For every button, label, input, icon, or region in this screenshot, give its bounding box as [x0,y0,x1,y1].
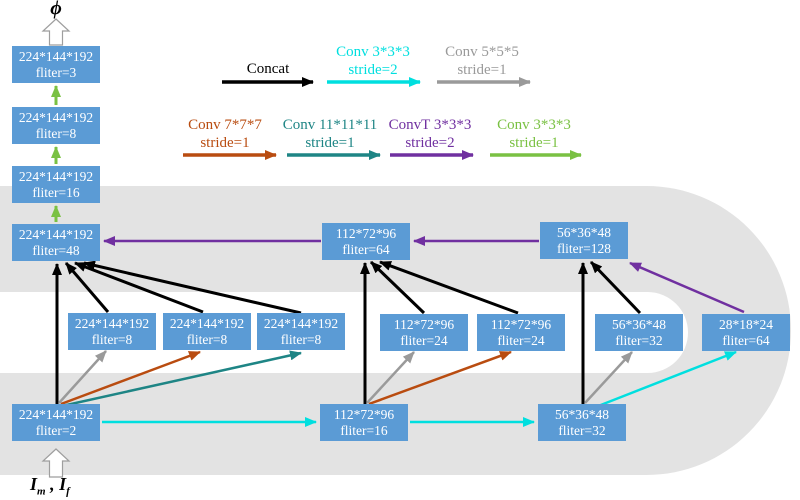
flow-arrow-conv11s1 [61,350,302,408]
input-block-arrow [41,448,71,478]
node-filter-count: fliter=16 [32,184,80,200]
node-dimensions: 224*144*192 [169,315,245,331]
node-dimensions: 224*144*192 [18,48,94,64]
node-filter-count: fliter=24 [497,332,545,348]
node-dimensions: 112*72*96 [490,316,552,332]
node-dimensions: 112*72*96 [335,225,397,241]
input-moving-subscript: m [37,485,46,498]
node-filter-count: fliter=32 [558,422,606,438]
legend-line1: Conv 3*3*3 [497,117,571,133]
legend-item-conv11s1: Conv 11*11*11 stride=1 [260,116,400,152]
flow-arrow-conv7s1 [60,350,201,406]
node-filter-count: fliter=3 [35,64,77,80]
legend-line1: Conv 11*11*11 [282,117,378,133]
legend-item-conv5s1: Conv 5*5*5 stride=1 [412,43,552,79]
output-block-arrow [41,18,71,46]
flow-arrow-conv7s1 [368,350,512,406]
flow-arrow-conv5s1 [584,351,633,404]
legend-line1: Concat [246,61,290,77]
node-filter-count: fliter=64 [342,241,390,257]
node-filter-count: fliter=24 [400,332,448,348]
node-filter-count: fliter=32 [615,332,663,348]
node-filter-count: fliter=64 [722,332,770,348]
flow-arrow-conv3s2 [587,350,737,412]
node-dimensions: 112*72*96 [333,406,395,422]
legend-line1: Conv 5*5*5 [445,44,519,60]
node-filter-count: fliter=8 [280,331,322,347]
node-dimensions: 56*36*48 [555,406,609,422]
flow-arrow-conv5s1 [58,350,107,404]
node-dimensions: 56*36*48 [557,224,611,240]
input-comma: , [45,474,60,494]
flow-arrow-concat [379,260,519,315]
node-dimensions: 224*144*192 [18,406,94,422]
legend-line2: stride=2 [348,62,398,78]
legend-line1: Conv 7*7*7 [188,117,262,133]
flow-arrow-concat [83,260,302,315]
legend-line2: stride=1 [457,62,507,78]
legend-line1: Conv 3*3*3 [336,44,410,60]
node-filter-count: fliter=8 [91,331,133,347]
legend-item-concat: Concat [198,60,338,78]
input-fixed-subscript: f [66,485,70,498]
legend-item-conv3s1: Conv 3*3*3 stride=1 [464,116,604,152]
input-images-label: Im , If [30,474,70,498]
node-dimensions: 224*144*192 [18,109,94,125]
node-filter-count: fliter=8 [186,331,228,347]
node-dimensions: 28*18*24 [719,316,773,332]
node-filter-count: fliter=8 [35,125,77,141]
legend-line2: stride=2 [405,135,455,151]
node-dimensions: 224*144*192 [263,315,339,331]
legend-item-convt3s2: ConvT 3*3*3 stride=2 [360,116,500,152]
flow-arrow-convt3s2 [629,261,745,314]
node-filter-count: fliter=16 [340,422,388,438]
flow-arrow-concat [589,260,642,315]
legend-line2: stride=1 [509,135,559,151]
node-dimensions: 112*72*96 [393,316,455,332]
node-dimensions: 224*144*192 [18,168,94,184]
node-dimensions: 224*144*192 [18,226,94,242]
input-moving-symbol: I [30,474,38,494]
node-filter-count: fliter=128 [556,240,612,256]
node-filter-count: fliter=2 [35,422,77,438]
deformation-field-symbol: ϕ [50,0,62,19]
legend-line2: stride=1 [200,135,250,151]
flow-arrow-concat [74,261,204,314]
input-fixed-symbol: I [59,474,67,494]
legend-line1: ConvT 3*3*3 [388,117,472,133]
legend-item-conv3s2: Conv 3*3*3 stride=2 [303,43,443,79]
legend-line2: stride=1 [305,135,355,151]
legend-item-conv7s1: Conv 7*7*7 stride=1 [155,116,295,152]
node-filter-count: fliter=48 [32,242,80,258]
flow-arrow-concat [64,262,110,313]
node-dimensions: 56*36*48 [612,316,666,332]
node-dimensions: 224*144*192 [74,315,150,331]
flow-arrow-conv5s1 [366,351,415,404]
